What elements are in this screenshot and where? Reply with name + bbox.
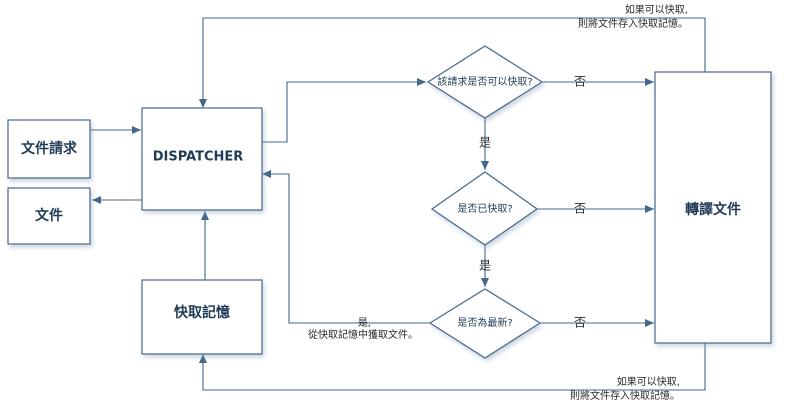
edge-dispatcher-to-q1 bbox=[262, 78, 426, 143]
edge-translate-to-dispatcher-top bbox=[199, 17, 706, 108]
file-box bbox=[7, 187, 91, 245]
note-top-line2: 則將文件存入快取記憶。 bbox=[578, 17, 688, 30]
edge-q3-yes bbox=[262, 170, 430, 324]
edge-label-yes-2: 是 bbox=[479, 259, 491, 273]
note-latest-line2: 從快取記憶中獲取文件。 bbox=[308, 328, 418, 341]
cache-memory-box bbox=[141, 279, 263, 355]
translate-file-box bbox=[654, 71, 772, 344]
decision-latest bbox=[428, 288, 542, 359]
decision-cached-label: 是否已快取? bbox=[457, 203, 512, 215]
decision-cacheable-label: 該請求是否可以快取? bbox=[437, 75, 532, 88]
decision-cacheable bbox=[426, 45, 544, 119]
file-request-label: 文件請求 bbox=[21, 140, 78, 157]
note-latest-line1: 是, bbox=[358, 317, 371, 329]
edge-label-yes-1: 是 bbox=[479, 136, 491, 150]
dispatcher-box bbox=[141, 107, 263, 211]
file-request-box bbox=[7, 119, 91, 179]
translate-file-label: 轉譯文件 bbox=[685, 201, 741, 218]
edge-label-no-3: 否 bbox=[574, 316, 586, 330]
edge-label-no-2: 否 bbox=[574, 202, 586, 216]
note-bottom-line1: 如果可以快取, bbox=[617, 375, 680, 388]
file-label: 文件 bbox=[35, 207, 63, 224]
edge-translate-to-cache-bottom bbox=[199, 343, 706, 391]
cache-memory-label: 快取記憶 bbox=[174, 304, 230, 321]
edge-label-no-1: 否 bbox=[574, 75, 586, 89]
note-top-line1: 如果可以快取, bbox=[625, 3, 688, 16]
decision-cached bbox=[430, 171, 539, 246]
dispatcher-label: DISPATCHER bbox=[153, 150, 244, 165]
decision-latest-label: 是否為最新? bbox=[457, 316, 512, 329]
note-bottom-line2: 則將文件存入快取記憶。 bbox=[570, 389, 680, 402]
